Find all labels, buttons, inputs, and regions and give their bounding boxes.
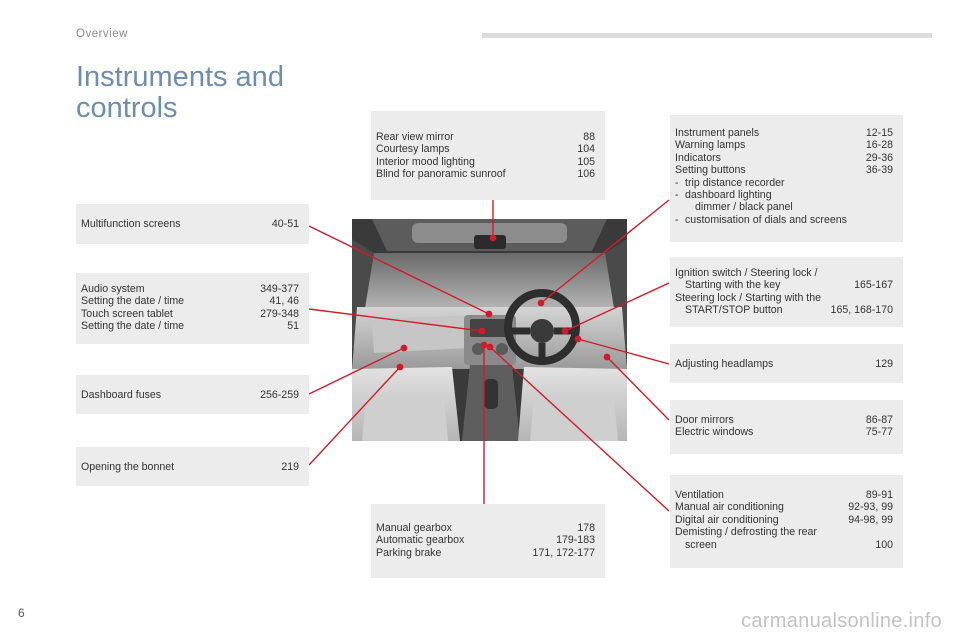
page-title: Instruments and controls bbox=[76, 62, 284, 124]
page-ref[interactable]: 12-15 bbox=[865, 127, 893, 139]
header-rule bbox=[482, 33, 932, 38]
page-ref[interactable]: 100 bbox=[875, 538, 893, 551]
page-ref[interactable]: 106 bbox=[577, 168, 595, 181]
page-ref[interactable]: 36-39 bbox=[865, 164, 893, 177]
page-ref[interactable]: 94-98, 99 bbox=[848, 513, 893, 526]
page-ref[interactable]: 88 bbox=[583, 131, 595, 143]
page-ref[interactable]: 349-377 bbox=[260, 283, 299, 295]
dashboard-photo bbox=[352, 219, 627, 441]
page-ref[interactable]: 171, 172-177 bbox=[532, 546, 595, 559]
page-ref[interactable]: 75-77 bbox=[865, 426, 893, 439]
page-ref[interactable]: 16-28 bbox=[865, 139, 893, 152]
page-title-line-1: Instruments and bbox=[76, 61, 284, 93]
page-number: 6 bbox=[18, 606, 25, 620]
page-ref[interactable]: 86-87 bbox=[865, 414, 893, 426]
page-ref[interactable]: 129 bbox=[875, 358, 893, 370]
page-ref[interactable]: 89-91 bbox=[865, 489, 893, 501]
page-ref[interactable]: 92-93, 99 bbox=[848, 501, 893, 514]
page-ref[interactable]: 165, 168-170 bbox=[830, 304, 893, 317]
callout-subitem: dimmer / black panel bbox=[695, 201, 793, 214]
callout-subitem: -customisation of dials and screens bbox=[675, 213, 847, 226]
page-ref[interactable]: 104 bbox=[577, 143, 595, 156]
page-ref[interactable]: 178 bbox=[577, 522, 595, 534]
page-ref[interactable]: 29-36 bbox=[865, 151, 893, 164]
page-ref[interactable]: 256-259 bbox=[260, 389, 299, 401]
page-ref[interactable]: 279-348 bbox=[260, 307, 299, 320]
callout-subitem: -dashboard lighting bbox=[675, 189, 772, 202]
page-ref[interactable]: 51 bbox=[287, 320, 299, 333]
callout-subitem: -trip distance recorder bbox=[675, 176, 785, 189]
dashboard-illustration bbox=[352, 219, 627, 441]
watermark: carmanualsonline.info bbox=[741, 610, 942, 632]
page-ref[interactable]: 179-183 bbox=[556, 534, 595, 547]
page-ref[interactable]: 41, 46 bbox=[269, 295, 299, 308]
callout-box-ignition: Ignition switch / Steering lock / Starti… bbox=[670, 257, 903, 327]
page-title-line-2: controls bbox=[76, 92, 178, 124]
header-section-label: Overview bbox=[76, 28, 128, 40]
page-ref[interactable]: 219 bbox=[281, 461, 299, 473]
page-ref[interactable]: 40-51 bbox=[271, 218, 299, 230]
page-ref[interactable]: 105 bbox=[577, 155, 595, 168]
page-ref[interactable]: 165-167 bbox=[854, 279, 893, 292]
